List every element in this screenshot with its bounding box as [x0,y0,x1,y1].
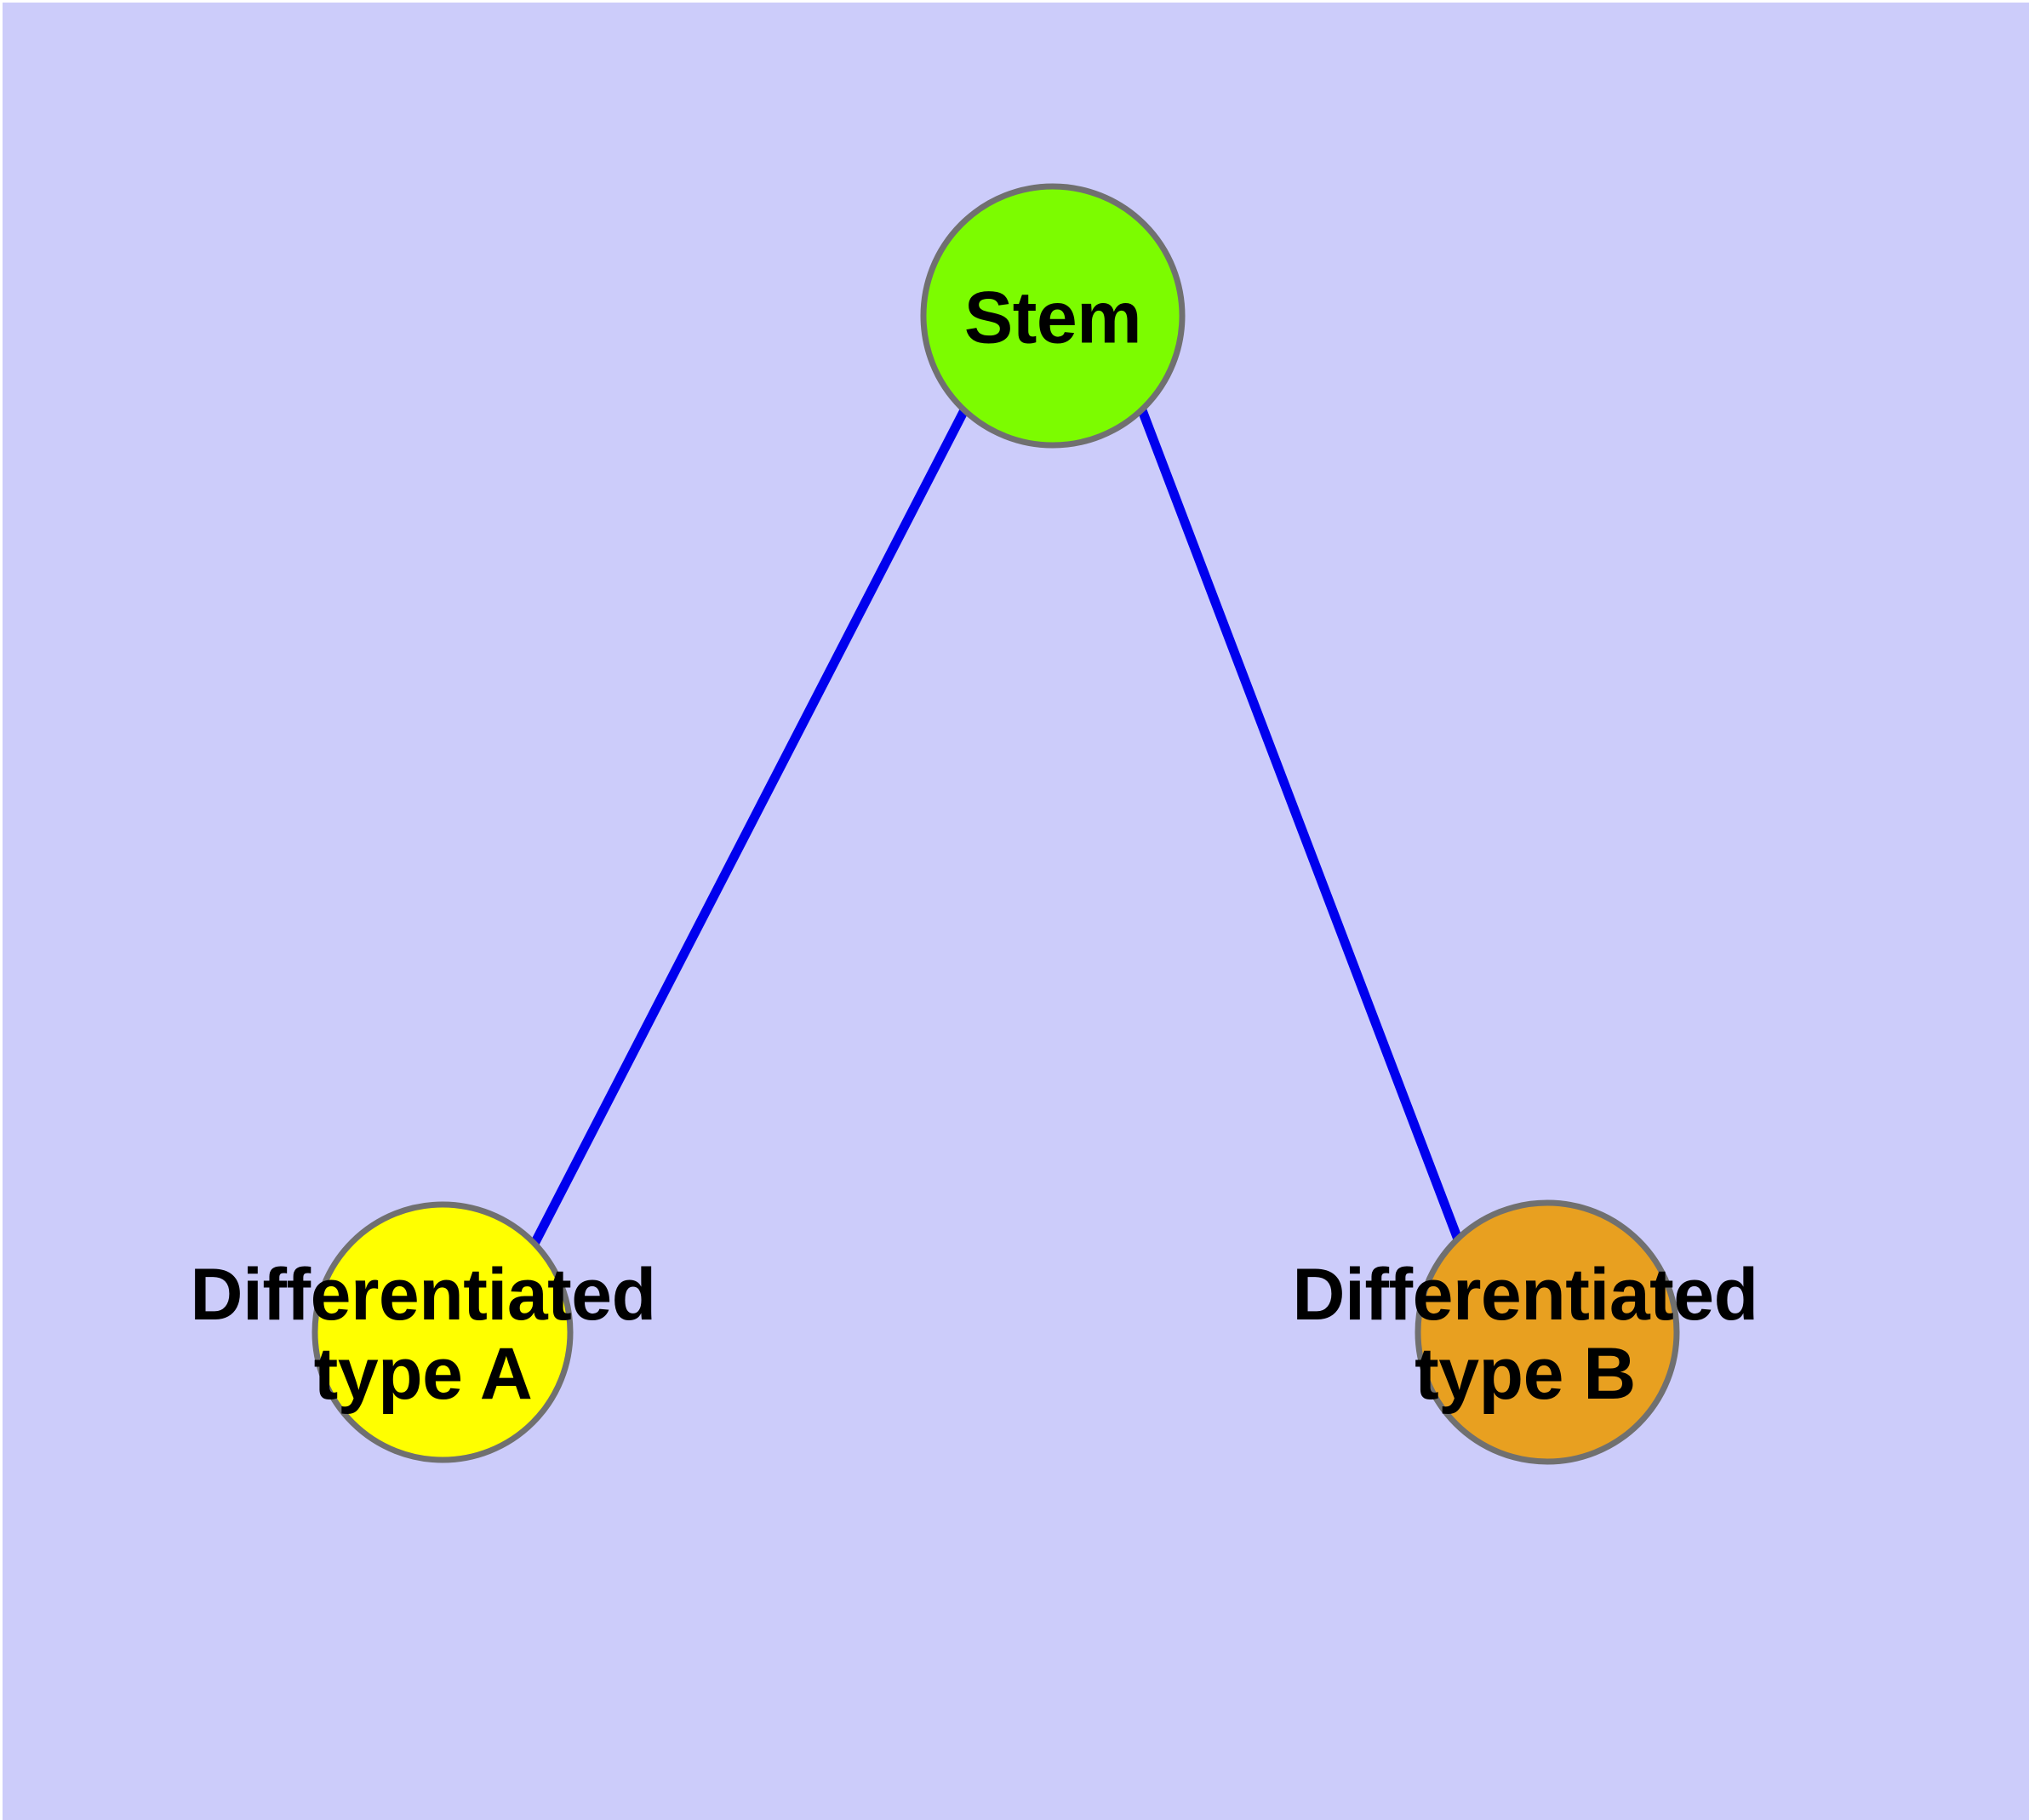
node-circle-differentiated-type-b[interactable] [1415,1199,1680,1465]
node-circle-stem[interactable] [920,183,1186,449]
edge-stem-to-differentiated-type-b[interactable] [1137,409,1465,1245]
edge-stem-to-differentiated-type-a[interactable] [529,408,969,1248]
node-circle-differentiated-type-a[interactable] [311,1201,574,1463]
